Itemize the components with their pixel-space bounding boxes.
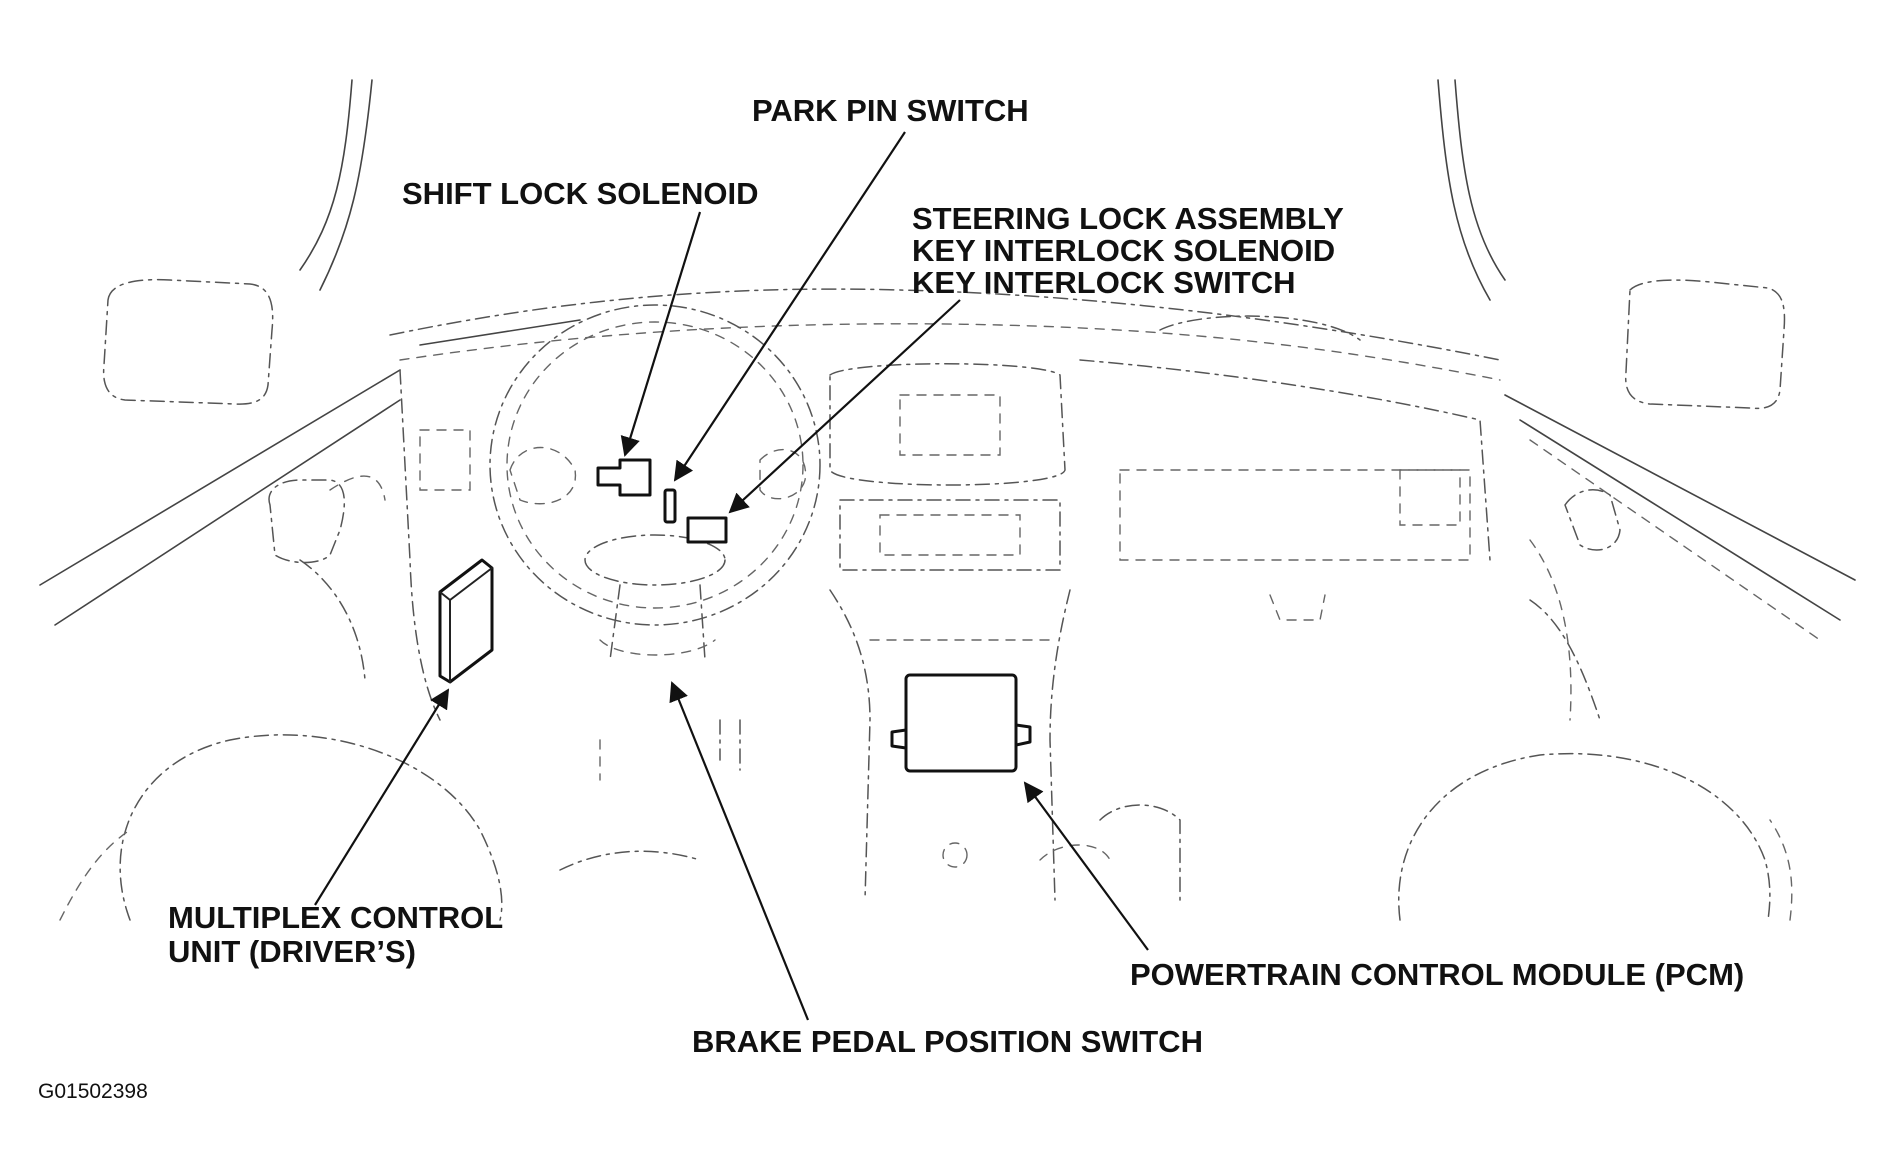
label-key-interlock-solenoid: KEY INTERLOCK SOLENOID <box>912 233 1335 268</box>
leader-brake-pedal-position-switch <box>669 681 810 1021</box>
label-shift-lock-solenoid: SHIFT LOCK SOLENOID <box>402 176 759 211</box>
leader-steering-lock <box>728 299 961 514</box>
park-pin-switch-part <box>663 488 677 524</box>
label-key-interlock-switch: KEY INTERLOCK SWITCH <box>912 265 1296 300</box>
label-steering-lock-assembly: STEERING LOCK ASSEMBLY <box>912 201 1344 236</box>
leader-pcm <box>1023 781 1149 951</box>
label-multiplex-control-unit-line1: MULTIPLEX CONTROL <box>168 900 503 935</box>
key-interlock-part <box>686 516 728 544</box>
dashboard-outline <box>39 79 1856 921</box>
leader-multiplex-control-unit <box>314 688 450 906</box>
figure-code: G01502398 <box>38 1080 148 1103</box>
leader-park-pin-switch <box>673 131 906 482</box>
label-powertrain-control-module: POWERTRAIN CONTROL MODULE (PCM) <box>1130 957 1744 992</box>
leader-shift-lock-solenoid <box>620 211 702 457</box>
pcm-part <box>890 673 1032 773</box>
label-multiplex-control-unit-line2: UNIT (DRIVER’S) <box>168 934 416 969</box>
label-park-pin-switch: PARK PIN SWITCH <box>752 93 1029 128</box>
multiplex-control-unit-part <box>438 558 494 684</box>
shift-lock-solenoid-part <box>596 458 652 497</box>
leader-lines <box>314 131 1149 1021</box>
label-brake-pedal-position-switch: BRAKE PEDAL POSITION SWITCH <box>692 1024 1203 1059</box>
